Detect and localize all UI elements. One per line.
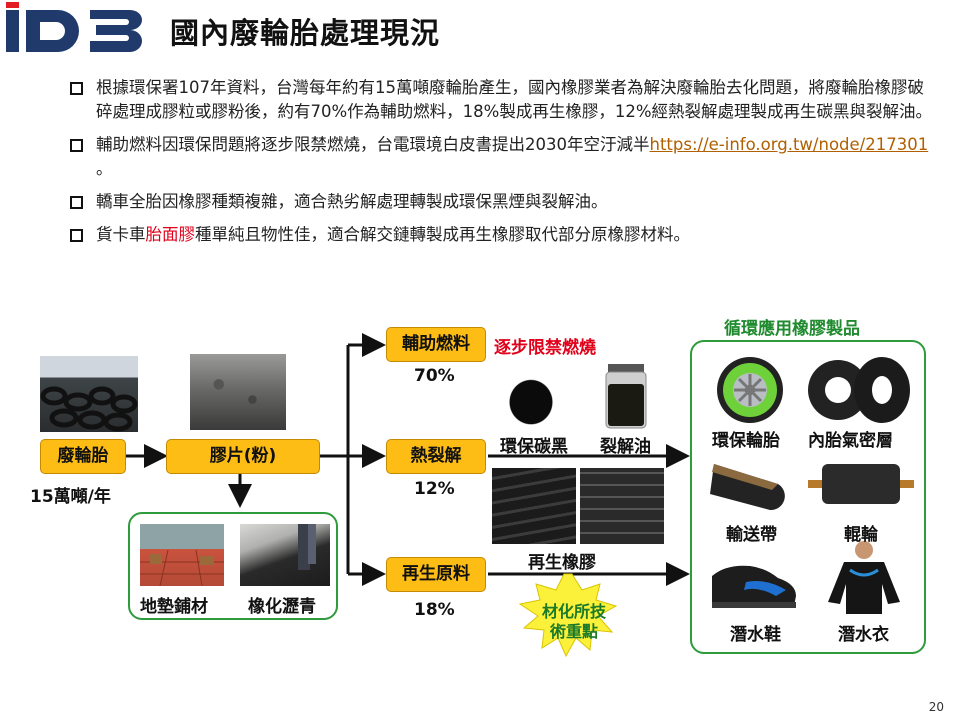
recycled-rubber-label: 再生橡膠 bbox=[528, 553, 596, 573]
waste-tires-photo bbox=[40, 356, 138, 432]
carbon-black-photo bbox=[498, 368, 564, 430]
chips-node: 膠片(粉) bbox=[166, 439, 320, 474]
wetsuit-icon bbox=[824, 540, 904, 614]
diving-shoe-icon bbox=[706, 556, 800, 616]
fuel-percent: 70% bbox=[414, 366, 455, 386]
product-label: 輥輪 bbox=[844, 525, 878, 545]
waste-tire-node: 廢輪胎 bbox=[40, 439, 126, 474]
product-label: 潛水衣 bbox=[838, 625, 889, 645]
bullet-text: 根據環保署107年資料，台灣每年約有15萬噸廢輪胎產生，國內橡膠業者為解決廢輪胎… bbox=[96, 78, 933, 121]
source-link[interactable]: https://e-info.org.tw/node/217301 bbox=[649, 135, 929, 154]
page-title: 國內廢輪胎處理現況 bbox=[170, 16, 441, 50]
rubber-roller-icon bbox=[808, 454, 914, 514]
product-label: 內胎氣密層 bbox=[808, 431, 893, 451]
inner-tube-icon bbox=[808, 354, 912, 426]
pyrolysis-oil-label: 裂解油 bbox=[600, 437, 651, 457]
focus-line-1: 材化所技 bbox=[541, 602, 606, 621]
carbon-black-label: 環保碳黑 bbox=[500, 437, 568, 457]
id3-logo bbox=[6, 2, 142, 52]
product-label: 輸送帶 bbox=[726, 525, 777, 545]
square-bullet-icon bbox=[70, 196, 83, 209]
focus-burst-shape bbox=[518, 573, 618, 658]
recycled-percent: 18% bbox=[414, 600, 455, 620]
waste-tire-amount: 15萬噸/年 bbox=[30, 487, 111, 507]
eco-tire-icon bbox=[708, 354, 788, 426]
bullet-item: 根據環保署107年資料，台灣每年約有15萬噸廢輪胎產生，國內橡膠業者為解決廢輪胎… bbox=[68, 76, 938, 124]
bullet-item: 貨卡車胎面膠種單純且物性佳，適合解交鏈轉製成再生橡膠取代部分原橡膠材料。 bbox=[68, 223, 938, 247]
focus-line-2: 術重點 bbox=[549, 622, 598, 641]
recycled-rubber-sheet-photo bbox=[492, 468, 576, 544]
square-bullet-icon bbox=[70, 82, 83, 95]
bullet-text: 轎車全胎因橡膠種類複雜，適合熱劣解處理轉製成環保黑煙與裂解油。 bbox=[96, 192, 608, 211]
bullet-item: 轎車全胎因橡膠種類複雜，適合熱劣解處理轉製成環保黑煙與裂解油。 bbox=[68, 190, 938, 214]
pyrolysis-oil-photo bbox=[598, 360, 654, 430]
square-bullet-icon bbox=[70, 139, 83, 152]
page-number: 20 bbox=[928, 700, 944, 714]
bullet-text-end: 種單純且物性佳，適合解交鏈轉製成再生橡膠取代部分原橡膠材料。 bbox=[195, 225, 690, 244]
pyrolysis-percent: 12% bbox=[414, 479, 455, 499]
bullet-text-end: 。 bbox=[96, 159, 113, 178]
byproduct-group-box bbox=[128, 512, 338, 620]
recycled-material-node: 再生原料 bbox=[386, 557, 486, 592]
rubber-chips-photo bbox=[190, 354, 286, 430]
square-bullet-icon bbox=[70, 229, 83, 242]
conveyor-belt-icon bbox=[708, 454, 794, 514]
recycled-rubber-stack-photo bbox=[580, 468, 664, 544]
products-group-box bbox=[690, 340, 926, 654]
pyrolysis-node: 熱裂解 bbox=[386, 439, 486, 474]
product-label: 潛水鞋 bbox=[730, 625, 781, 645]
focus-burst-text: 材化所技 術重點 bbox=[524, 602, 624, 642]
fuel-node: 輔助燃料 bbox=[386, 327, 486, 362]
asphalt-label: 橡化瀝青 bbox=[248, 597, 316, 617]
products-title: 循環應用橡膠製品 bbox=[724, 319, 860, 339]
tread-rubber-highlight: 胎面膠 bbox=[145, 225, 196, 244]
floor-mat-label: 地墊鋪材 bbox=[140, 597, 208, 617]
bullet-list: 根據環保署107年資料，台灣每年約有15萬噸廢輪胎產生，國內橡膠業者為解決廢輪胎… bbox=[68, 76, 938, 256]
bullet-text: 貨卡車 bbox=[96, 225, 146, 244]
product-label: 環保輪胎 bbox=[712, 431, 780, 451]
fuel-restriction-note: 逐步限禁燃燒 bbox=[494, 338, 596, 358]
floor-mat-photo bbox=[140, 524, 224, 586]
asphalt-photo bbox=[240, 524, 330, 586]
bullet-text: 輔助燃料因環保問題將逐步限禁燃燒，台電環境白皮書提出2030年空汙減半 bbox=[96, 135, 650, 154]
bullet-item: 輔助燃料因環保問題將逐步限禁燃燒，台電環境白皮書提出2030年空汙減半https… bbox=[68, 133, 938, 181]
